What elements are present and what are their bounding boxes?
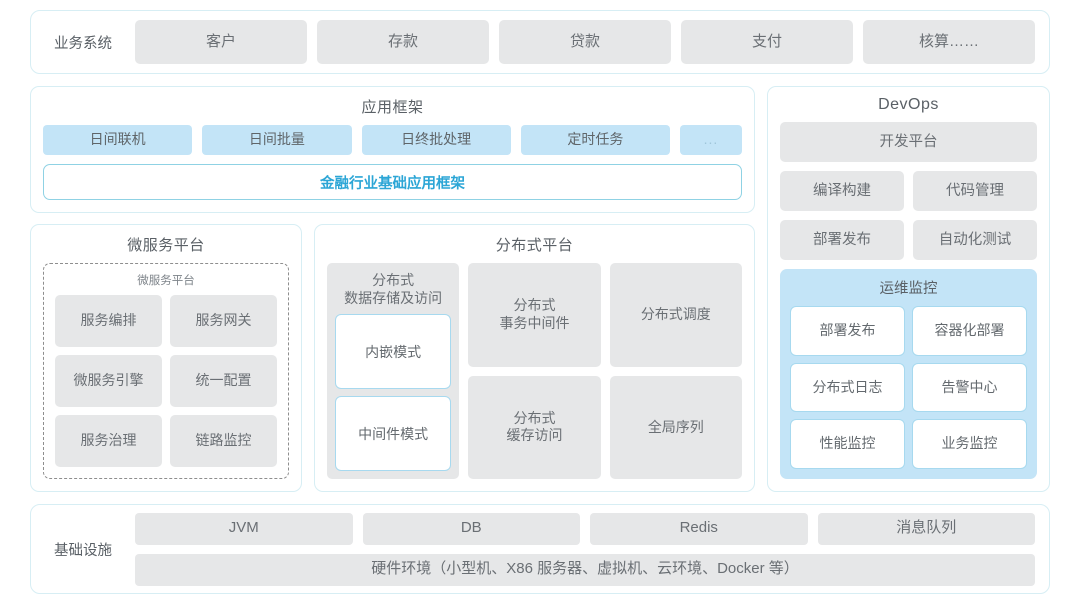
application-framework-panel: 应用框架 日间联机 日间批量 日终批处理 定时任务 ... 金融行业基础应用框架: [30, 86, 755, 213]
dist-storage-title: 分布式 数据存储及访问: [344, 272, 443, 306]
business-system-accounting[interactable]: 核算……: [863, 20, 1035, 64]
infrastructure-components: JVM DB Redis 消息队列: [135, 512, 1035, 545]
ops-item-alert-center[interactable]: 告警中心: [912, 362, 1027, 413]
distributed-platform-panel: 分布式平台 分布式 数据存储及访问 内嵌模式 中间件模式 分布式 事务中间件 分…: [314, 224, 755, 492]
ops-monitoring-box: 运维监控 部署发布 容器化部署 分布式日志 告警中心 性能监控 业务监控: [780, 269, 1037, 479]
dist-item-global-sequence[interactable]: 全局序列: [609, 375, 742, 479]
platforms-row: 微服务平台 微服务平台 服务编排 服务网关 微服务引擎 统一配置 服务治理 链路…: [30, 224, 755, 492]
ops-monitoring-title: 运维监控: [879, 281, 938, 297]
devops-column: DevOps 开发平台 编译构建 代码管理 部署发布 自动化测试 运维监控 部署…: [767, 86, 1050, 492]
distributed-items-grid: 分布式 数据存储及访问 内嵌模式 中间件模式 分布式 事务中间件 分布式调度 分…: [327, 263, 742, 479]
infrastructure-panel: 基础设施 JVM DB Redis 消息队列 硬件环境（小型机、X86 服务器、…: [30, 504, 1050, 594]
dist-storage-mode-middleware[interactable]: 中间件模式: [335, 396, 452, 471]
microservice-dashed-box: 微服务平台 服务编排 服务网关 微服务引擎 统一配置 服务治理 链路监控: [43, 263, 289, 479]
business-system-loan[interactable]: 贷款: [499, 20, 671, 64]
business-systems-label: 业务系统: [54, 35, 112, 52]
infra-item-message-queue[interactable]: 消息队列: [817, 512, 1035, 545]
appfw-item-scheduled-task[interactable]: 定时任务: [520, 125, 670, 155]
micro-item-service-governance[interactable]: 服务治理: [55, 415, 162, 467]
distributed-platform-title: 分布式平台: [495, 237, 574, 254]
appfw-base-framework[interactable]: 金融行业基础应用框架: [43, 164, 742, 200]
business-system-deposit[interactable]: 存款: [317, 20, 489, 64]
dist-storage-mode-embedded[interactable]: 内嵌模式: [335, 314, 452, 389]
devops-title: DevOps: [878, 96, 939, 113]
devops-item-deploy-release[interactable]: 部署发布: [780, 220, 904, 260]
devops-tools-row-1: 编译构建 代码管理: [780, 171, 1037, 211]
application-framework-title: 应用框架: [361, 99, 424, 116]
business-system-customer[interactable]: 客户: [135, 20, 307, 64]
ops-item-performance-monitoring[interactable]: 性能监控: [790, 419, 905, 469]
ops-item-deploy-release[interactable]: 部署发布: [790, 306, 905, 356]
micro-item-service-orchestration[interactable]: 服务编排: [55, 295, 162, 347]
micro-item-service-gateway[interactable]: 服务网关: [170, 295, 277, 347]
infrastructure-label: 基础设施: [54, 542, 112, 559]
appfw-item-more[interactable]: ...: [680, 125, 742, 155]
infra-item-db[interactable]: DB: [362, 512, 580, 545]
microservice-inner-title: 微服务平台: [137, 275, 195, 287]
devops-item-dev-platform[interactable]: 开发平台: [780, 122, 1037, 162]
micro-item-link-monitoring[interactable]: 链路监控: [170, 415, 277, 467]
microservice-platform-title: 微服务平台: [127, 237, 205, 254]
ops-item-container-deploy[interactable]: 容器化部署: [912, 306, 1027, 356]
infra-item-hardware-environment[interactable]: 硬件环境（小型机、X86 服务器、虚拟机、云环境、Docker 等）: [135, 553, 1035, 586]
devops-item-automated-testing[interactable]: 自动化测试: [913, 220, 1037, 260]
ops-item-distributed-log[interactable]: 分布式日志: [790, 362, 905, 413]
devops-panel: DevOps 开发平台 编译构建 代码管理 部署发布 自动化测试 运维监控 部署…: [767, 86, 1050, 492]
dist-item-transaction-middleware[interactable]: 分布式 事务中间件: [468, 263, 601, 367]
devops-item-code-management[interactable]: 代码管理: [913, 171, 1037, 211]
micro-item-microservice-engine[interactable]: 微服务引擎: [55, 355, 162, 407]
devops-tools-row-2: 部署发布 自动化测试: [780, 220, 1037, 260]
dist-item-scheduling[interactable]: 分布式调度: [609, 263, 742, 367]
middle-left-column: 应用框架 日间联机 日间批量 日终批处理 定时任务 ... 金融行业基础应用框架…: [30, 86, 755, 492]
microservice-items-grid: 服务编排 服务网关 微服务引擎 统一配置 服务治理 链路监控: [55, 295, 277, 467]
infrastructure-content: JVM DB Redis 消息队列 硬件环境（小型机、X86 服务器、虚拟机、云…: [135, 512, 1035, 586]
micro-item-unified-config[interactable]: 统一配置: [170, 355, 277, 407]
appfw-item-daytime-batch[interactable]: 日间批量: [202, 125, 352, 155]
infra-item-redis[interactable]: Redis: [590, 512, 808, 545]
appfw-item-eod-batch[interactable]: 日终批处理: [361, 125, 511, 155]
dist-item-data-storage[interactable]: 分布式 数据存储及访问 内嵌模式 中间件模式: [327, 263, 460, 479]
business-systems-panel: 业务系统 客户 存款 贷款 支付 核算……: [30, 10, 1050, 74]
appfw-item-daytime-online[interactable]: 日间联机: [43, 125, 193, 155]
ops-item-business-monitoring[interactable]: 业务监控: [912, 419, 1027, 469]
infra-item-jvm[interactable]: JVM: [135, 512, 353, 545]
middle-section: 应用框架 日间联机 日间批量 日终批处理 定时任务 ... 金融行业基础应用框架…: [30, 86, 1050, 492]
ops-monitoring-grid: 部署发布 容器化部署 分布式日志 告警中心 性能监控 业务监控: [790, 306, 1027, 469]
business-systems-items: 客户 存款 贷款 支付 核算……: [135, 20, 1035, 64]
microservice-platform-panel: 微服务平台 微服务平台 服务编排 服务网关 微服务引擎 统一配置 服务治理 链路…: [30, 224, 302, 492]
devops-item-compile-build[interactable]: 编译构建: [780, 171, 904, 211]
dist-item-cache-access[interactable]: 分布式 缓存访问: [468, 375, 601, 479]
application-framework-items: 日间联机 日间批量 日终批处理 定时任务 ...: [43, 125, 742, 155]
business-system-payment[interactable]: 支付: [681, 20, 853, 64]
